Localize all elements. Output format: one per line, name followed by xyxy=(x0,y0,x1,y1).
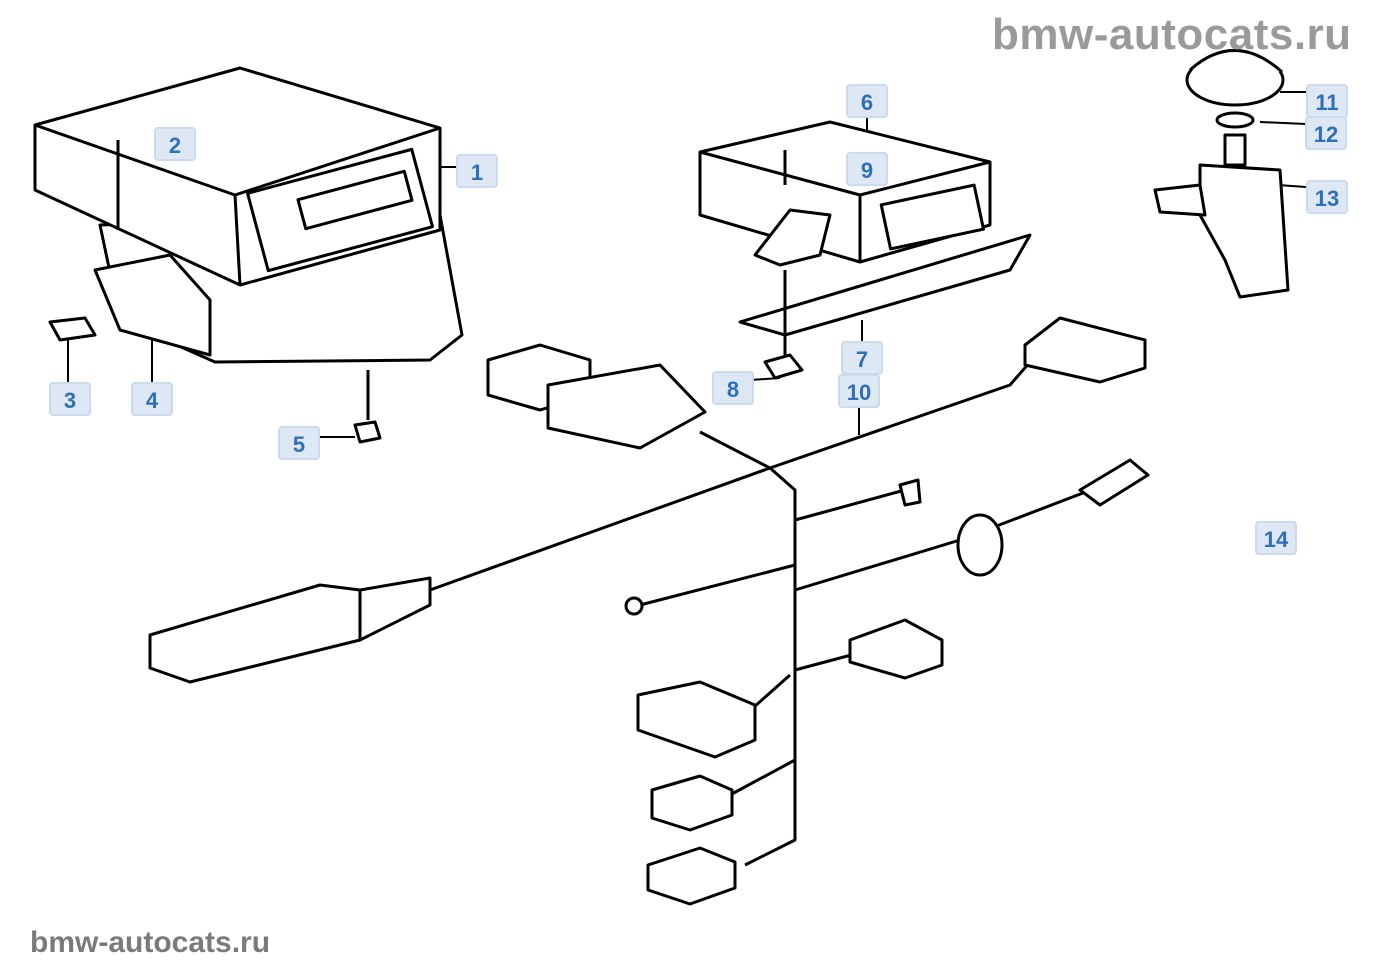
callout-3[interactable]: 3 xyxy=(49,382,91,416)
callout-11[interactable]: 11 xyxy=(1306,84,1348,118)
callout-13[interactable]: 13 xyxy=(1306,180,1348,214)
control-unit-1-drawing xyxy=(33,66,464,444)
watermark-top: bmw-autocats.ru xyxy=(992,10,1352,59)
callout-14[interactable]: 14 xyxy=(1255,521,1297,555)
callout-12[interactable]: 12 xyxy=(1305,116,1347,150)
callout-7[interactable]: 7 xyxy=(841,341,883,375)
callout-10[interactable]: 10 xyxy=(838,374,880,408)
callout-2[interactable]: 2 xyxy=(154,127,196,161)
callout-1[interactable]: 1 xyxy=(456,154,498,188)
control-unit-6-drawing xyxy=(698,120,1032,380)
callout-8[interactable]: 8 xyxy=(712,371,754,405)
watermark-bottom: bmw-autocats.ru xyxy=(30,926,271,959)
sensor-drawing xyxy=(1153,49,1290,299)
callout-5[interactable]: 5 xyxy=(278,426,320,460)
wiring-harness-drawing xyxy=(148,316,1150,906)
callout-9[interactable]: 9 xyxy=(846,152,888,186)
callout-6[interactable]: 6 xyxy=(846,84,888,118)
callout-4[interactable]: 4 xyxy=(131,382,173,416)
